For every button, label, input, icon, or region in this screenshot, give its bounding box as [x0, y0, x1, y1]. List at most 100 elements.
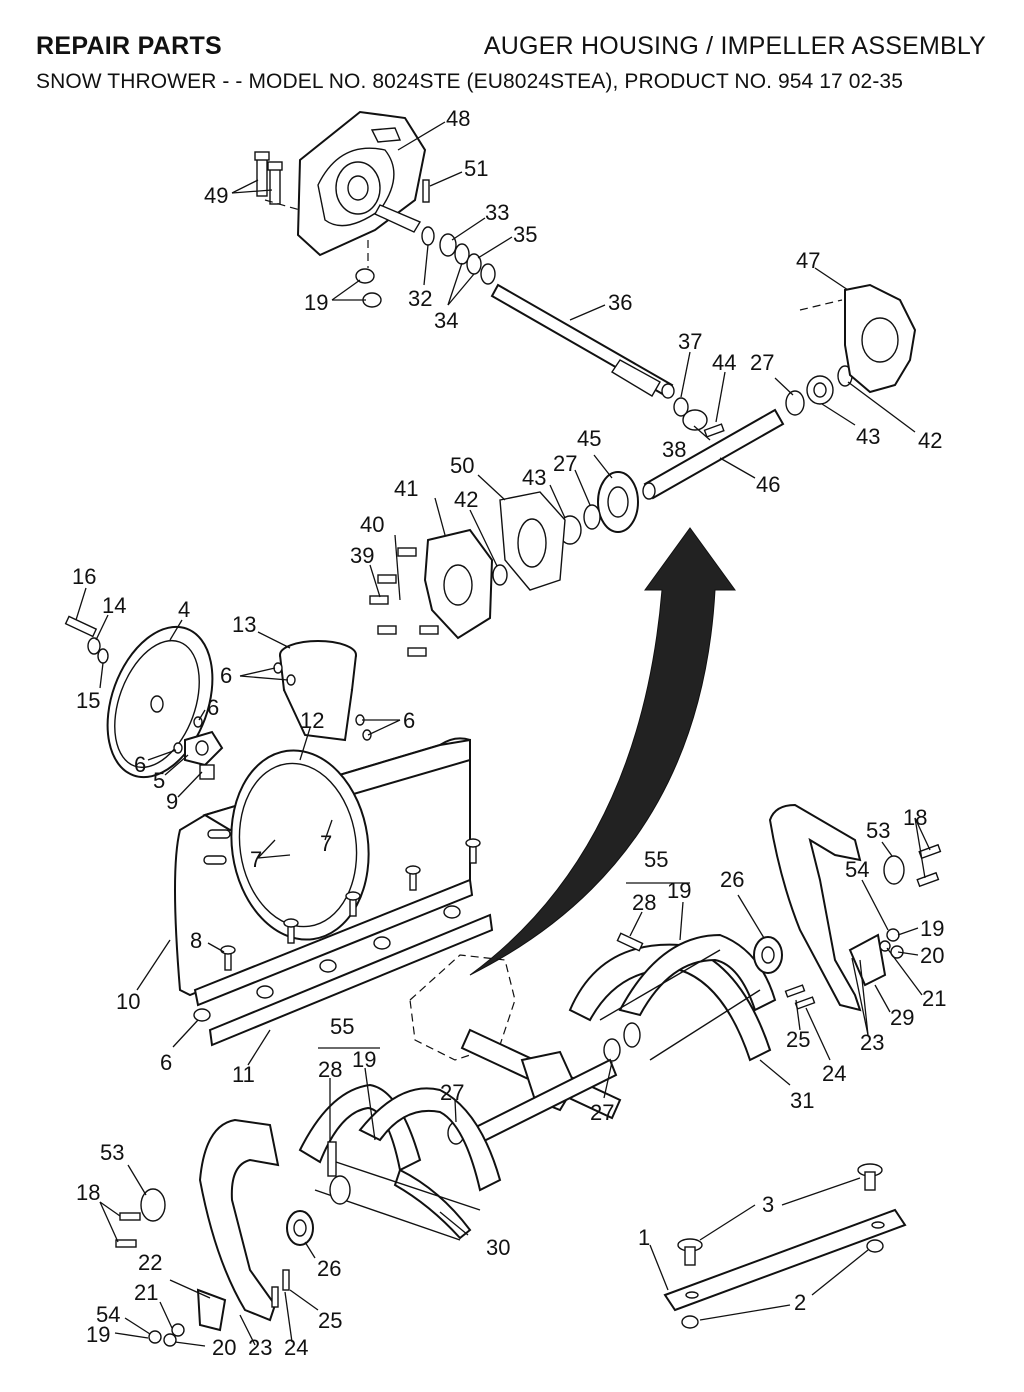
callout-48: 48: [446, 106, 470, 131]
callout-42: 42: [454, 487, 478, 512]
callout-8: 8: [190, 928, 202, 953]
bracket-9: [199, 764, 215, 780]
washer-27-mid: [583, 504, 601, 530]
worm-gear-45: [597, 471, 639, 533]
callout-20: 20: [920, 943, 944, 968]
callout-24: 24: [284, 1335, 308, 1360]
page-title: REPAIR PARTS: [36, 32, 223, 60]
callout-10: 10: [116, 989, 140, 1014]
callout-28: 28: [318, 1057, 342, 1082]
callout-3: 3: [762, 1192, 774, 1217]
scraper-bar-11: [193, 878, 494, 1047]
callout-19: 19: [667, 878, 691, 903]
auger-housing-10: [174, 737, 471, 997]
callout-36: 36: [608, 290, 632, 315]
callout-26: 26: [720, 867, 744, 892]
gearbox-assembly: [409, 954, 622, 1120]
callout-27: 27: [590, 1100, 614, 1125]
nut-6: [173, 742, 183, 754]
bolt-28-right: [616, 932, 644, 952]
callout-2: 2: [794, 1290, 806, 1315]
callout-9: 9: [166, 789, 178, 814]
nut-6: [193, 716, 203, 728]
nuts-19-top: [355, 268, 382, 308]
callout-15: 15: [76, 688, 100, 713]
bolts-24-25-right: [784, 984, 816, 1010]
callout-43: 43: [522, 465, 546, 490]
callout-45: 45: [577, 426, 601, 451]
callout-55: 55: [644, 847, 668, 872]
callout-7: 7: [250, 847, 262, 872]
callout-23: 23: [860, 1030, 884, 1055]
callout-42: 42: [918, 428, 942, 453]
callout-14: 14: [102, 593, 126, 618]
callout-54: 54: [845, 857, 869, 882]
callout-47: 47: [796, 248, 820, 273]
washer-27-center: [603, 1038, 621, 1062]
callout-40: 40: [360, 512, 384, 537]
callout-24: 24: [822, 1061, 846, 1086]
callout-35: 35: [513, 222, 537, 247]
callout-37: 37: [678, 329, 702, 354]
assembly-direction-arrow: [469, 527, 736, 976]
callout-19: 19: [304, 290, 328, 315]
model-subtitle: SNOW THROWER - - MODEL NO. 8024STE (EU80…: [36, 70, 903, 93]
discharge-chute-13: [279, 640, 357, 742]
callout-13: 13: [232, 612, 256, 637]
callout-55: 55: [330, 1014, 354, 1039]
bolt-16: [64, 615, 98, 638]
callout-39: 39: [350, 543, 374, 568]
callout-22: 22: [138, 1250, 162, 1275]
callout-18: 18: [903, 805, 927, 830]
callout-54: 54: [96, 1302, 120, 1327]
bolts-39: [369, 547, 439, 657]
callout-1: 1: [638, 1225, 650, 1250]
bearing-26-left: [286, 1210, 314, 1246]
gear-cover-47: [844, 283, 917, 394]
side-plate-right: [768, 803, 862, 1012]
bolt-28-left: [327, 1141, 337, 1177]
callout-4: 4: [178, 597, 190, 622]
bearing-plate-53-right: [883, 855, 905, 885]
skid-shoe-1: [663, 1208, 907, 1312]
callout-51: 51: [464, 156, 488, 181]
leader-lines: [75, 121, 931, 1347]
callout-38: 38: [662, 437, 686, 462]
ring-42-mid: [492, 564, 508, 586]
callout-49: 49: [204, 183, 228, 208]
callout-19: 19: [86, 1322, 110, 1347]
callout-27: 27: [750, 350, 774, 375]
callout-30: 30: [486, 1235, 510, 1260]
bolts-49: [254, 151, 283, 205]
impeller-shaft-46: [642, 408, 785, 500]
carriage-bolts-3: [677, 1163, 883, 1266]
nuts-2: [681, 1239, 884, 1329]
callout-32: 32: [408, 286, 432, 311]
callout-20: 20: [212, 1335, 236, 1360]
callout-33: 33: [485, 200, 509, 225]
callout-19: 19: [352, 1047, 376, 1072]
pin-51: [422, 179, 430, 203]
gear-housing-41: [423, 528, 494, 640]
washer-37: [673, 397, 689, 417]
bolts-24-25-left: [271, 1269, 290, 1308]
callout-27: 27: [553, 451, 577, 476]
washers-14-15: [87, 637, 109, 664]
callout-16: 16: [72, 564, 96, 589]
callout-21: 21: [922, 986, 946, 1011]
callout-6: 6: [134, 752, 146, 777]
skid-bracket-29: [848, 933, 887, 987]
callout-11: 11: [232, 1062, 255, 1087]
callout-41: 41: [394, 476, 418, 501]
carriage-bolts-8: [220, 838, 481, 971]
callout-27: 27: [440, 1080, 464, 1105]
bearing-26-right: [753, 936, 783, 974]
callout-29: 29: [890, 1005, 914, 1030]
callout-26: 26: [317, 1256, 341, 1281]
callout-46: 46: [756, 472, 780, 497]
callout-6: 6: [207, 695, 219, 720]
callout-25: 25: [786, 1027, 810, 1052]
bearing-plate-53-left: [140, 1188, 166, 1222]
bearing-43-top: [806, 375, 834, 405]
